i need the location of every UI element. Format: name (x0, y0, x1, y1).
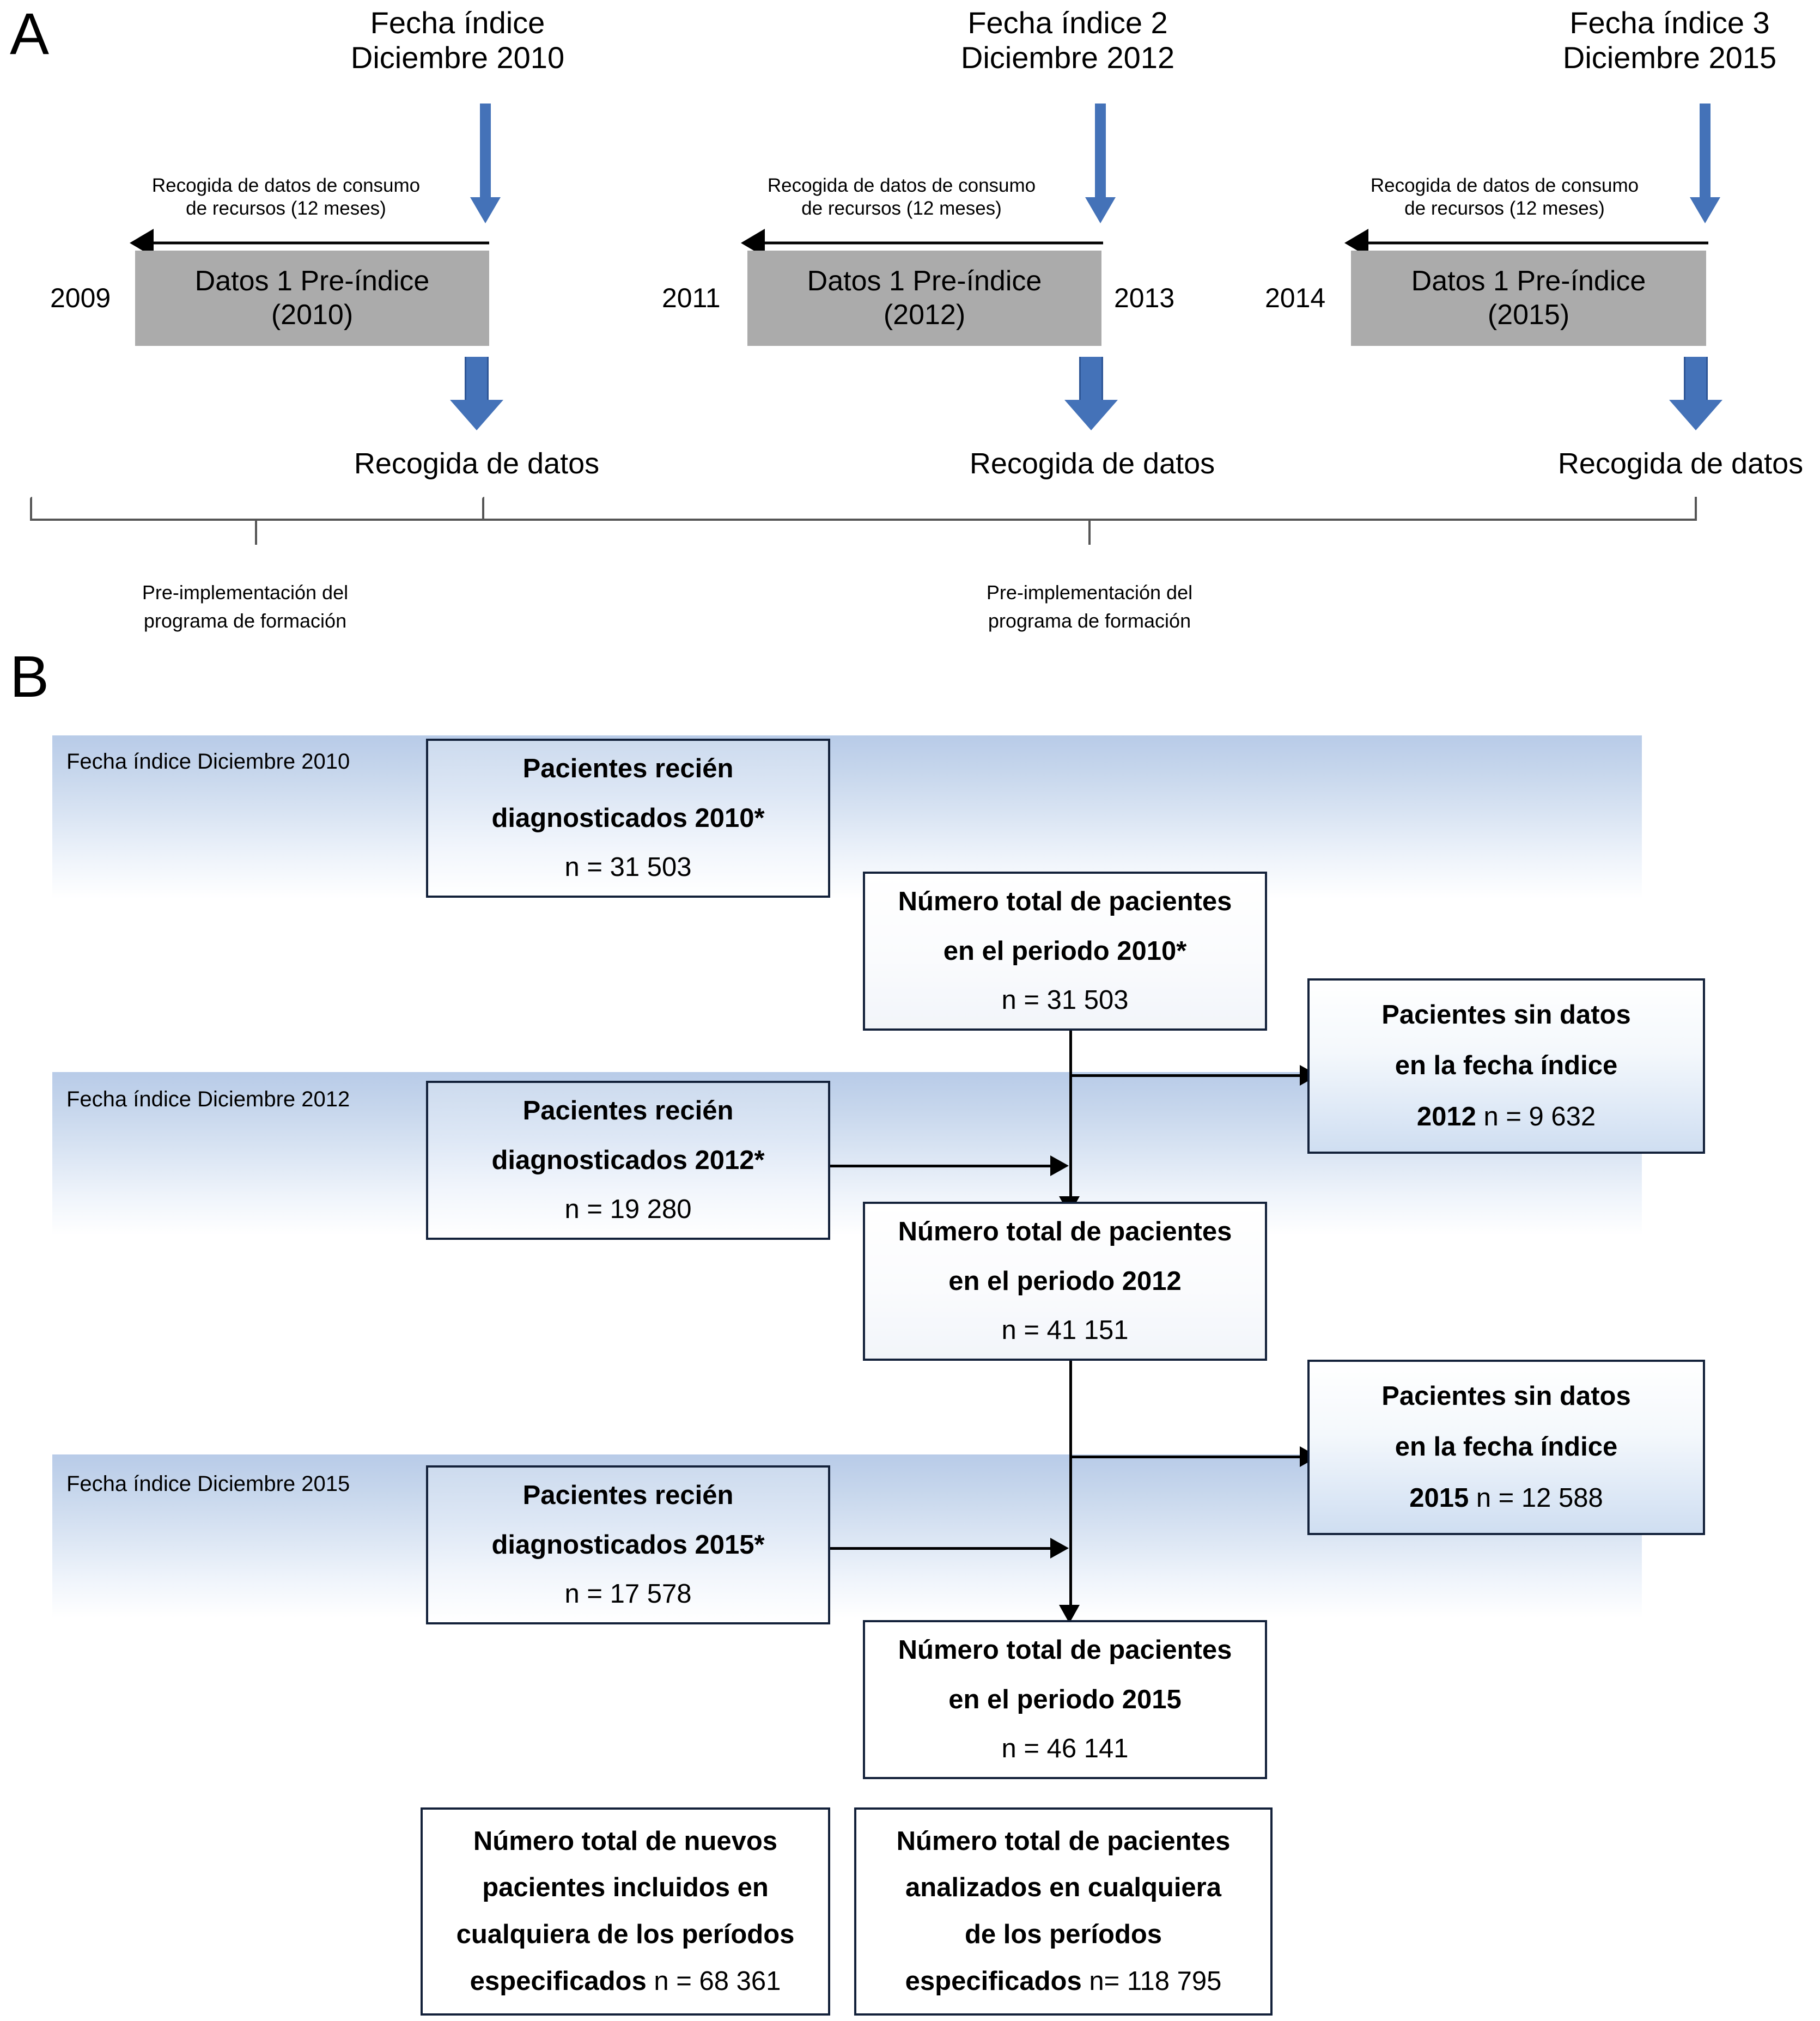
box-total-patients-2010: Número total de pacientes en el periodo … (863, 872, 1267, 1031)
box-grand-analyzed-line4-label: especificados (905, 1966, 1082, 1996)
box-grand-analyzed-line1: Número total de pacientes (896, 1826, 1231, 1856)
box-total-2010-line2: en el periodo 2010* (943, 936, 1187, 966)
box-new-2012-line1: Pacientes recién (522, 1096, 734, 1126)
box-grand-new-line1: Número total de nuevos (473, 1826, 778, 1856)
box-new-2015-line1: Pacientes recién (522, 1481, 734, 1511)
box-total-2015-line3: n = 46 141 (1001, 1734, 1129, 1764)
box-grand-total-new-patients: Número total de nuevos pacientes incluid… (421, 1807, 830, 2016)
box-grand-analyzed-line4-count: n= 118 795 (1081, 1966, 1222, 1996)
box-total-patients-2015: Número total de pacientes en el periodo … (863, 1620, 1267, 1779)
box-new-patients-2012: Pacientes recién diagnosticados 2012* n … (426, 1081, 830, 1240)
box-total-2012-line1: Número total de pacientes (898, 1217, 1232, 1247)
box-new-2015-line2: diagnosticados 2015* (491, 1530, 765, 1560)
box-grand-new-line4-count: n = 68 361 (646, 1966, 781, 1996)
connector-total2012-to-total2015 (1069, 1324, 1072, 1618)
index-band-2010 (52, 735, 1642, 899)
year-label-2009: 2009 (50, 283, 111, 313)
box-grand-total-analyzed-patients: Número total de pacientes analizados en … (854, 1807, 1273, 2016)
pre-index-data-box-1: Datos 1 Pre-índice (2010) (135, 251, 489, 346)
data-collection-label-2: Recogida de datos (969, 447, 1215, 480)
box-total-2015-line1: Número total de pacientes (898, 1635, 1232, 1665)
box-no-data-2015: Pacientes sin datos en la fecha índice 2… (1307, 1360, 1705, 1535)
box-nodata-2012-line2: en la fecha índice (1395, 1051, 1618, 1081)
data-collection-label-3: Recogida de datos (1557, 447, 1804, 480)
year-label-2011: 2011 (662, 283, 721, 313)
index-date-title-1: Fecha índice Diciembre 2010 (350, 5, 565, 75)
arrow-right-new2012-icon (1050, 1155, 1069, 1176)
box-nodata-2012-line1: Pacientes sin datos (1381, 1000, 1631, 1030)
box-grand-new-line4-label: especificados (470, 1966, 647, 1996)
box-nodata-2012-year: 2012 (1416, 1101, 1476, 1131)
panel-b-letter: B (10, 643, 50, 709)
box-grand-analyzed-line2: analizados en cualquiera (905, 1873, 1222, 1903)
connector-to-nodata2015 (1069, 1456, 1304, 1458)
resource-collection-label-3: Recogida de datos de consumo de recursos… (1370, 175, 1639, 219)
connector-total2010-to-total2012 (1069, 1024, 1072, 1209)
box-total-2010-line1: Número total de pacientes (898, 887, 1232, 917)
box-new-2012-line2: diagnosticados 2012* (491, 1145, 765, 1175)
blue-down-arrow-icon-1 (469, 104, 502, 223)
box-new-patients-2010: Pacientes recién diagnosticados 2010* n … (426, 739, 830, 898)
bracket-label-left: Pre-implementación del programa de forma… (142, 581, 349, 632)
box-nodata-2015-line1: Pacientes sin datos (1381, 1381, 1631, 1411)
resource-collection-label-2: Recogida de datos de consumo de recursos… (767, 175, 1036, 219)
bracket-label-right: Pre-implementación del programa de forma… (986, 581, 1193, 632)
box-grand-analyzed-line3: de los períodos (964, 1920, 1162, 1949)
box-total-2015-line2: en el periodo 2015 (948, 1684, 1182, 1714)
box-nodata-2015-count: n = 12 588 (1469, 1483, 1603, 1513)
band-label-2010: Fecha índice Diciembre 2010 (66, 750, 350, 774)
box-nodata-2015-line2: en la fecha índice (1395, 1432, 1618, 1462)
connector-to-nodata2012 (1069, 1074, 1304, 1077)
connector-new2015-to-total2015 (830, 1547, 1051, 1550)
box-total-patients-2012: Número total de pacientes en el periodo … (863, 1202, 1267, 1361)
blue-down-arrow-fat-icon-3 (1666, 357, 1726, 430)
box-nodata-2015-year: 2015 (1409, 1483, 1469, 1513)
year-label-2013: 2013 (1114, 283, 1175, 313)
connector-new2012-to-total2012 (830, 1165, 1051, 1167)
box-new-2012-line3: n = 19 280 (564, 1195, 692, 1225)
pre-index-data-box-3: Datos 1 Pre-índice (2015) (1351, 251, 1706, 346)
blue-down-arrow-fat-icon-2 (1061, 357, 1121, 430)
band-label-2015: Fecha índice Diciembre 2015 (66, 1472, 350, 1496)
box-nodata-2012-count: n = 9 632 (1476, 1101, 1596, 1131)
index-date-title-2: Fecha índice 2 Diciembre 2012 (960, 5, 1175, 75)
box-new-patients-2015: Pacientes recién diagnosticados 2015* n … (426, 1465, 830, 1624)
band-label-2012: Fecha índice Diciembre 2012 (66, 1087, 350, 1111)
year-label-2014: 2014 (1265, 283, 1326, 313)
box-total-2012-line2: en el periodo 2012 (948, 1266, 1182, 1296)
box-new-2010-line2: diagnosticados 2010* (491, 803, 765, 833)
box-new-2010-line1: Pacientes recién (522, 754, 734, 784)
box-total-2010-line3: n = 31 503 (1001, 985, 1129, 1015)
box-grand-new-line3: cualquiera de los períodos (456, 1920, 795, 1949)
blue-down-arrow-icon-3 (1689, 104, 1721, 223)
box-new-2015-line3: n = 17 578 (564, 1579, 692, 1609)
box-no-data-2012: Pacientes sin datos en la fecha índice 2… (1307, 978, 1705, 1154)
arrow-right-new2015-icon (1050, 1538, 1069, 1559)
panel-a-letter: A (10, 1, 50, 66)
data-collection-label-1: Recogida de datos (354, 447, 600, 480)
resource-collection-label-1: Recogida de datos de consumo de recursos… (151, 175, 421, 219)
box-total-2012-line3: n = 41 151 (1001, 1316, 1129, 1346)
index-date-title-3: Fecha índice 3 Diciembre 2015 (1562, 5, 1777, 75)
pre-index-data-box-2: Datos 1 Pre-índice (2012) (747, 251, 1101, 346)
blue-down-arrow-fat-icon-1 (447, 357, 507, 430)
blue-down-arrow-icon-2 (1084, 104, 1117, 223)
box-new-2010-line3: n = 31 503 (564, 853, 692, 882)
box-grand-new-line2: pacientes incluidos en (482, 1873, 769, 1903)
